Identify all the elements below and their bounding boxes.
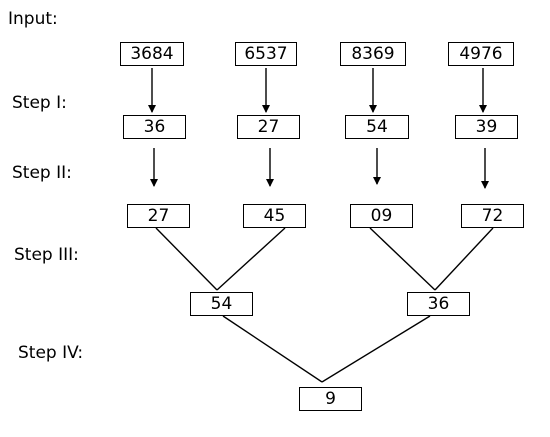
line-step2-2-step3 [216,227,286,291]
step2-box-4: 72 [461,204,524,228]
line-step3-1-step4 [222,315,323,383]
step1-box-1: 36 [123,115,186,139]
step3-box-1: 54 [190,292,253,316]
step3-box-2: 36 [407,292,470,316]
line-step2-1-step3 [155,227,218,291]
step2-label: Step II: [12,163,72,183]
input-box-3: 8369 [340,42,406,66]
step4-label: Step IV: [18,343,84,363]
input-box-4: 4976 [448,42,514,66]
step2-box-2: 45 [243,204,306,228]
step1-box-3: 54 [345,115,409,139]
input-box-2: 6537 [235,42,297,66]
line-step2-4-step3 [434,227,494,291]
line-step2-3-step3 [369,227,436,291]
input-label: Input: [8,9,58,29]
step3-label: Step III: [14,245,79,265]
step2-box-1: 27 [127,204,190,228]
input-box-1: 3684 [120,42,184,66]
step4-box: 9 [299,387,362,411]
step1-box-2: 27 [237,115,300,139]
line-step3-2-step4 [321,315,431,383]
step2-box-3: 09 [350,204,413,228]
step1-box-4: 39 [455,115,518,139]
step1-label: Step I: [12,93,67,113]
